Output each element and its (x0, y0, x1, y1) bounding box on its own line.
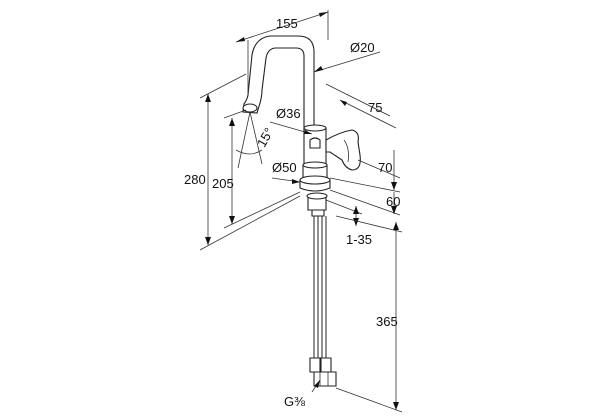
label-base-diameter: Ø50 (272, 160, 297, 175)
handle-lever (325, 129, 361, 171)
spout-outlet (242, 103, 258, 113)
fixing-nut-top (306, 192, 328, 200)
dim-spout-reach: 155 (235, 10, 329, 95)
supply-hoses (313, 216, 327, 360)
dim-connection-thread: G⅜ (284, 379, 321, 409)
dim-hose-length: 365 (335, 215, 403, 413)
label-total-height: 280 (184, 172, 206, 187)
label-spout-reach: 155 (276, 16, 298, 31)
dim-handle-offset: 75 (325, 83, 397, 129)
dim-handle-height: 70 (329, 150, 401, 193)
label-connection-thread: G⅜ (284, 394, 305, 409)
body-upper-ring (303, 124, 327, 132)
dim-spout-diameter: Ø20 (313, 40, 381, 73)
hose-fitting-right (320, 357, 332, 373)
label-spout-diameter: Ø20 (350, 40, 375, 55)
label-body-diameter: Ø36 (276, 106, 301, 121)
body-lower-ring (302, 161, 328, 169)
label-base-height: 60 (386, 194, 400, 209)
label-spout-height: 205 (212, 176, 234, 191)
handle-contour (343, 139, 349, 163)
dim-base-height: 60 (329, 189, 400, 216)
faucet-outline (242, 35, 361, 387)
hose-connector-nuts (313, 371, 337, 387)
spout (242, 35, 315, 131)
label-spout-angle: 15° (254, 125, 277, 150)
hose-fitting-left (309, 357, 321, 373)
dim-counter-thickness: 1-35 (325, 199, 372, 247)
label-handle-height: 70 (378, 160, 392, 175)
label-counter-thickness: 1-35 (346, 232, 372, 247)
label-hose-length: 365 (376, 314, 398, 329)
label-handle-offset: 75 (368, 100, 382, 115)
base-rosette-top (299, 175, 331, 185)
dim-total-height: 280 (184, 73, 301, 251)
dim-spout-angle: 15° (235, 111, 277, 169)
dim-spout-height: 205 (212, 109, 301, 229)
fixing-washer (311, 209, 325, 217)
dim-base-diameter: Ø50 (271, 160, 301, 184)
dim-body-diameter: Ø36 (269, 106, 313, 135)
dimension-lines: 155 Ø20 75 Ø36 15° (184, 10, 403, 413)
body-collar (309, 137, 321, 149)
